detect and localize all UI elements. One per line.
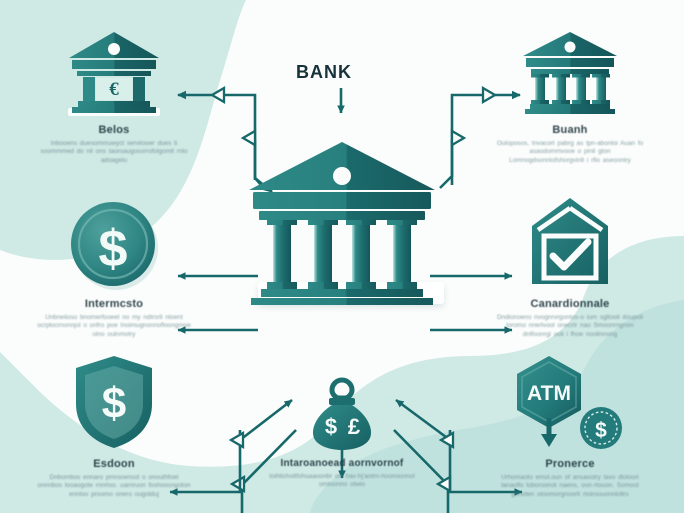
node-middle-right[interactable]: Canardionnale Dndionoeno nvognrvrgontos-…: [470, 192, 670, 339]
node-description: Urhomaoto emol.oun of ansaootry lavo dlo…: [501, 474, 639, 498]
svg-text:$: $: [595, 419, 607, 442]
node-bottom-right[interactable]: ATM $ Pronerce Urhomaoto emol.oun of ans…: [470, 352, 670, 499]
node-description: Inbooens duesommuwyct serviiooer dues ti…: [40, 140, 188, 164]
svg-text:ATM: ATM: [527, 382, 571, 405]
node-title: Esdoon: [93, 458, 135, 470]
node-top-left[interactable]: € Belos Inbooens duesommuwyct serviiooer…: [14, 18, 214, 165]
node-description: Ouloposos, tnvacort pabrg as tpn-abonloi…: [496, 140, 644, 164]
node-title: Intermcsto: [84, 298, 144, 310]
node-title: Intaroanoead aornvornof: [280, 458, 404, 469]
shield-dollar-icon: $: [14, 352, 214, 452]
svg-text:$: $: [99, 220, 128, 278]
page-title: BANK: [296, 62, 352, 82]
bank-building-icon: [470, 18, 670, 118]
node-title: Belos: [98, 124, 130, 136]
dollar-seal-icon: $: [580, 407, 622, 449]
center-bank-building: [247, 140, 437, 305]
node-description: Unbneiioso bnomerfooeet no my ndtrsrli n…: [37, 314, 191, 338]
bank-euro-icon: €: [14, 18, 214, 118]
arrow-to-top-right-bank: [439, 85, 521, 189]
node-description: Dndionoeno nvognrvrgontos-o ium sgltooli…: [496, 314, 644, 338]
svg-text:£: £: [348, 414, 361, 439]
money-bag-icon: $ £: [242, 372, 442, 452]
node-description: Dnbombos ennaro pmrooensol o onouthfoet …: [37, 474, 191, 498]
node-title: Canardionnale: [530, 298, 610, 310]
node-title: Pronerce: [545, 458, 595, 470]
node-bottom-left[interactable]: $ Esdoon Dnbombos ennaro pmrooensol o on…: [14, 352, 214, 499]
atm-hexagon-icon: ATM $: [470, 352, 670, 452]
home-approved-icon: [470, 192, 670, 292]
node-bottom-center[interactable]: $ £ Intaroanoead aornvornof toihtichoitf…: [242, 372, 442, 490]
svg-text:$: $: [325, 414, 337, 439]
dollar-coin-icon: $: [14, 192, 214, 292]
svg-text:$: $: [102, 379, 126, 428]
node-middle-left[interactable]: $ Intermcsto Unbneiioso bnomerfooeet no …: [14, 192, 214, 339]
node-title: Buanh: [552, 124, 588, 136]
node-top-right[interactable]: Buanh Ouloposos, tnvacort pabrg as tpn-a…: [470, 18, 670, 165]
svg-text:€: €: [109, 79, 119, 100]
node-description: toihtichoitfohuaaoonbr orr hav-hj'aotrn-…: [269, 473, 415, 489]
